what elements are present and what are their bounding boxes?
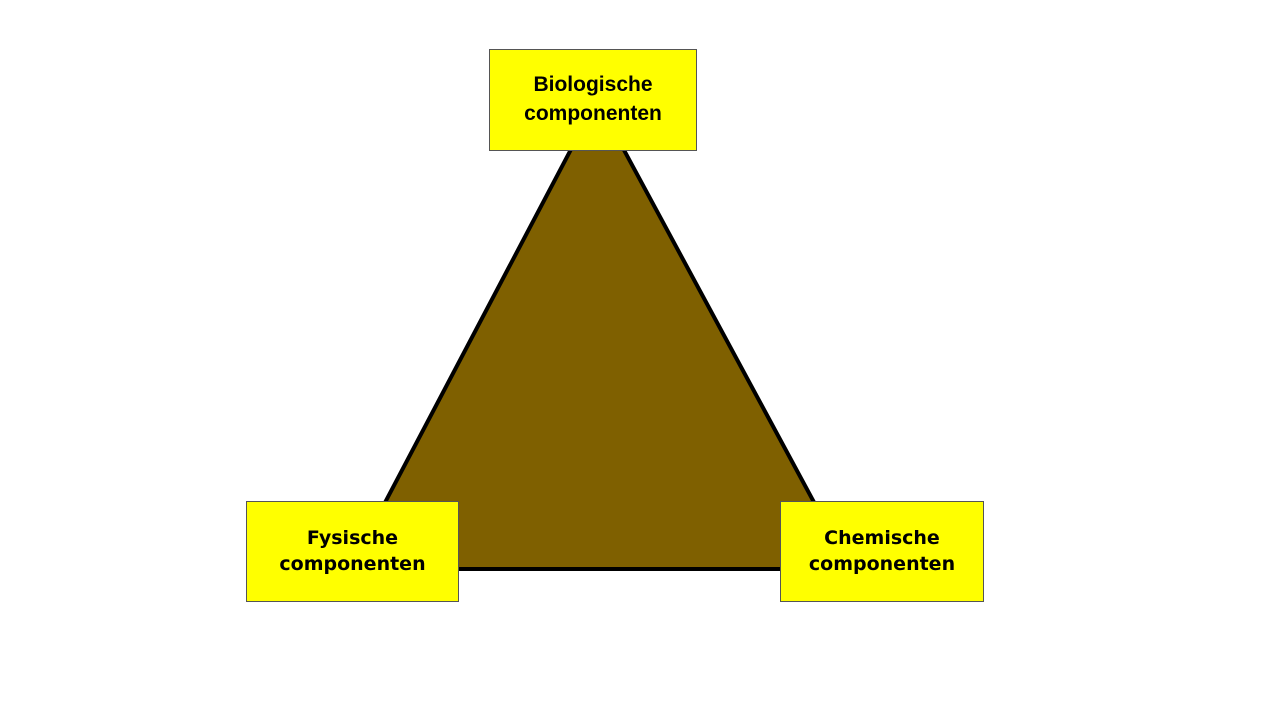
physical-components-label-line2: componenten <box>279 552 426 575</box>
physical-components-box: Fysische componenten <box>246 501 459 602</box>
biological-components-box: Biologische componenten <box>489 49 697 151</box>
chemical-components-label-line2: componenten <box>808 552 956 575</box>
chemical-components-box: Chemische componenten <box>780 501 984 602</box>
triangle-shape <box>346 95 854 571</box>
biological-components-label-line1: Biologische <box>533 73 653 97</box>
physical-components-label-line1: Fysische <box>306 526 399 549</box>
biological-components-label-line2: componenten <box>524 102 662 125</box>
chemical-components-label-line1: Chemische <box>824 526 940 549</box>
